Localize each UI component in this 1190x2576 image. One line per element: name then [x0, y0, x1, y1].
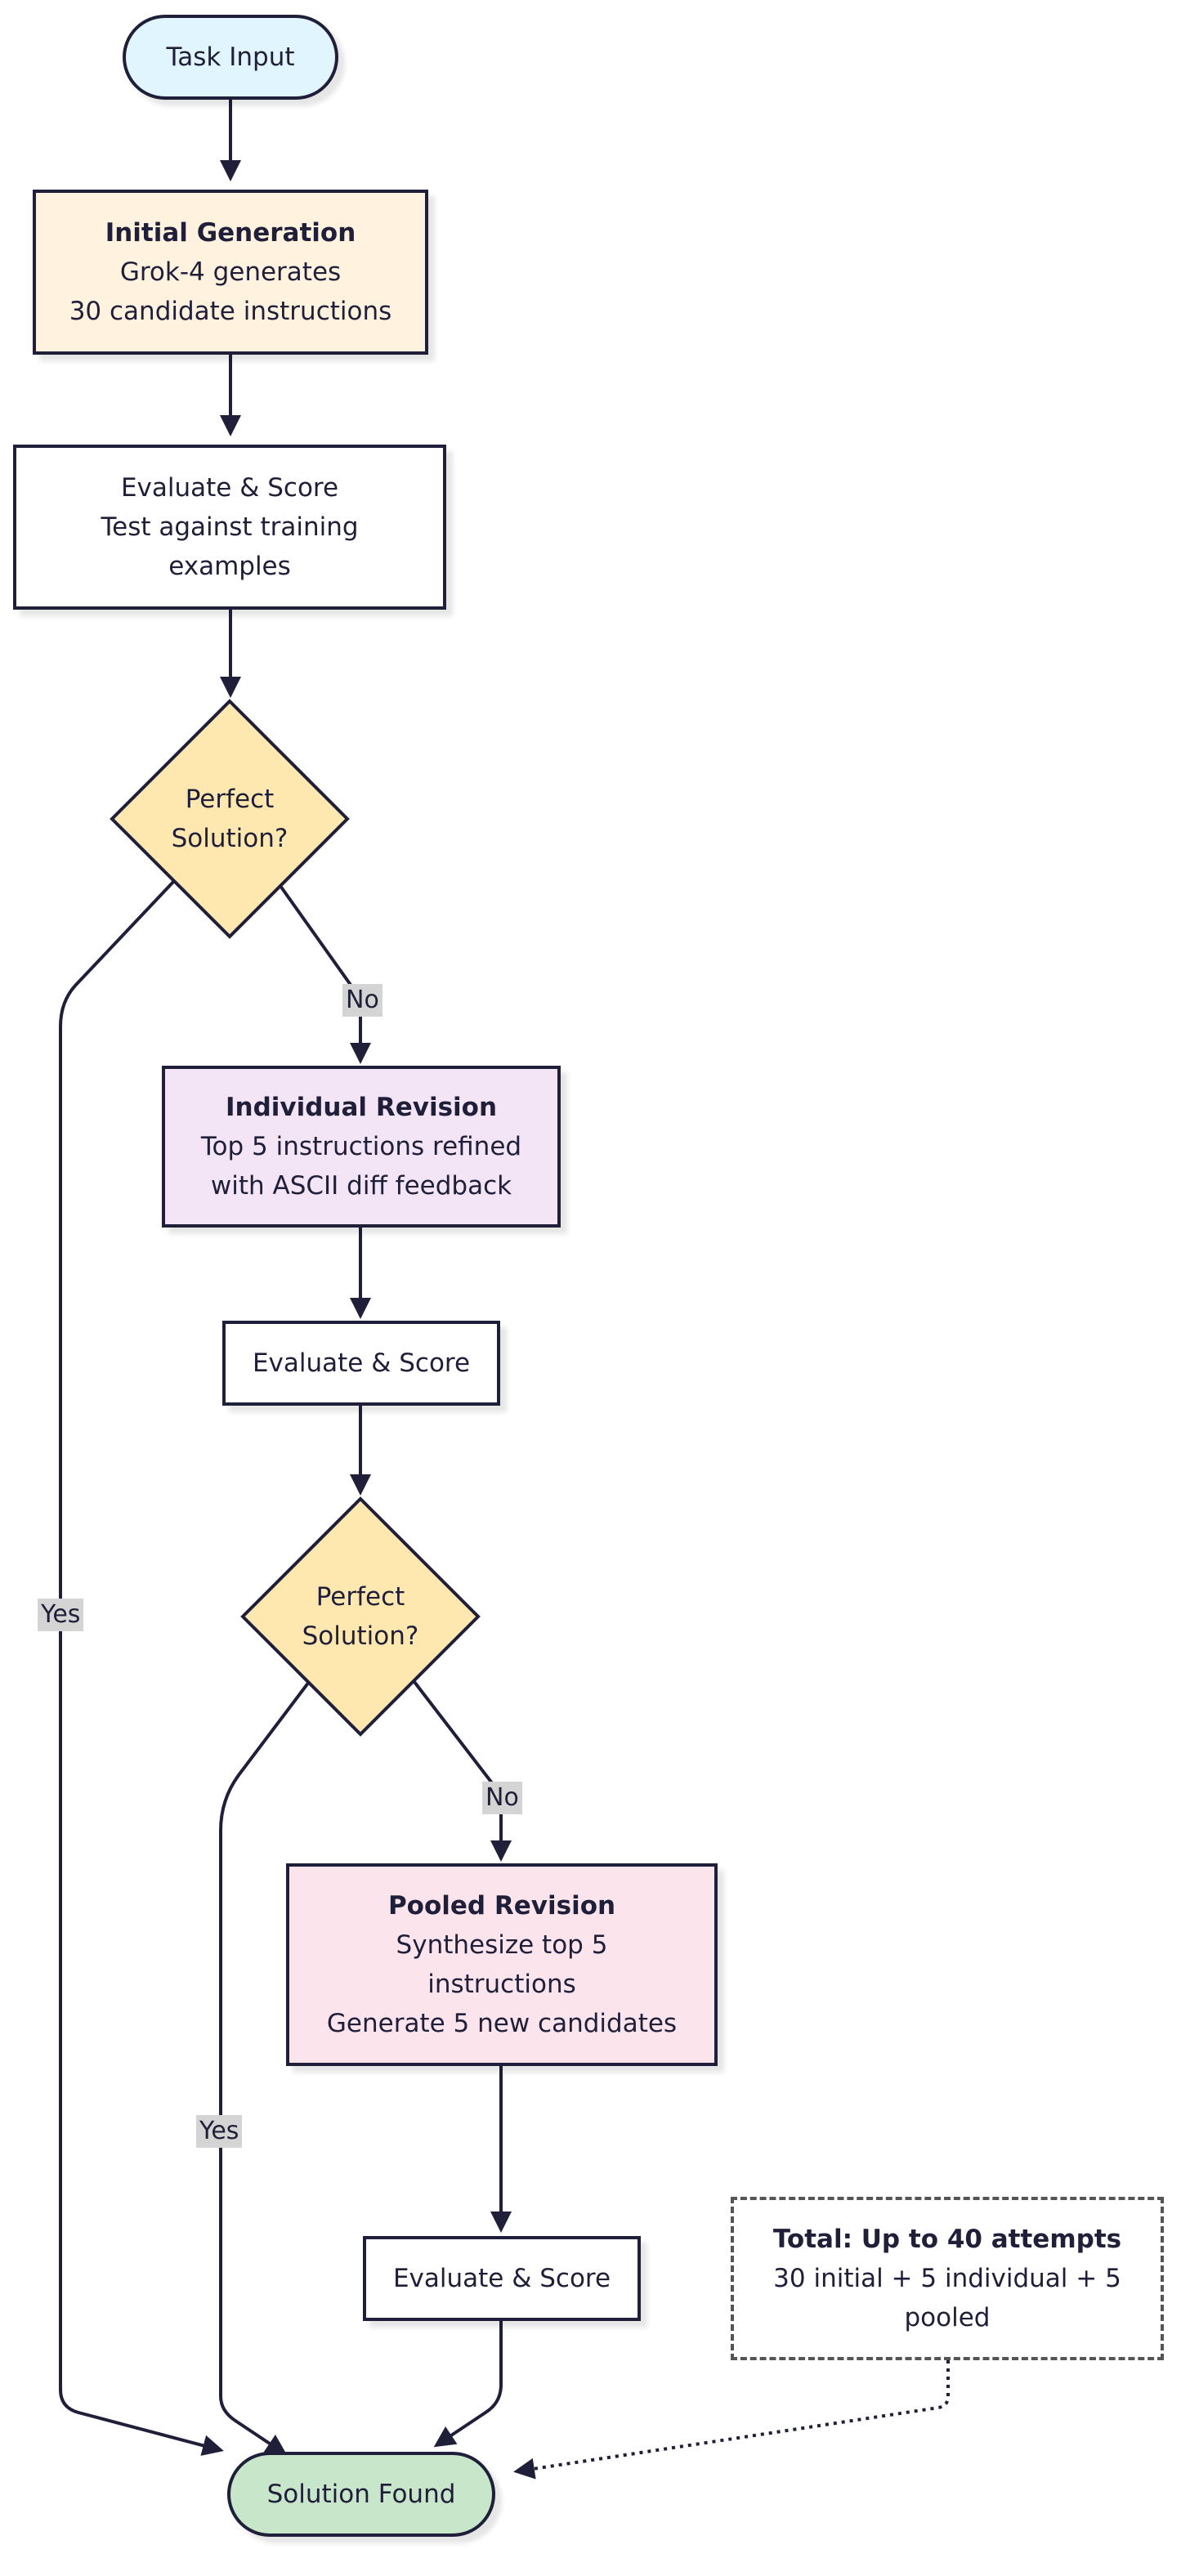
decision-1-line1: Perfect	[185, 785, 275, 814]
decision-2-line2: Solution?	[302, 1621, 419, 1651]
pooled-revision-line2: instructions	[427, 1970, 576, 1999]
edge-note-to-solution	[513, 2360, 950, 2480]
initial-generation-node: Initial Generation Grok-4 generates 30 c…	[33, 190, 428, 355]
total-attempts-line1: 30 initial + 5 individual + 5	[773, 2264, 1121, 2293]
initial-generation-title: Initial Generation	[105, 218, 356, 248]
solution-found-label: Solution Found	[266, 2480, 456, 2509]
edge-label-no-2: No	[482, 1782, 522, 1814]
pooled-revision-line3: Generate 5 new candidates	[326, 2009, 678, 2038]
evaluate-score-node-3: Evaluate & Score	[363, 2236, 641, 2321]
decision-2-text: Perfect Solution?	[279, 1576, 442, 1657]
edge-decision1-yes	[59, 879, 224, 2456]
evaluate-score-node-1: Evaluate & Score Test against training e…	[13, 445, 446, 610]
decision-2-shape	[240, 1496, 481, 1737]
pooled-revision-line1: Synthesize top 5	[396, 1930, 608, 1960]
edge-eval3-to-solution	[433, 2321, 503, 2448]
edge-label-yes-2: Yes	[196, 2115, 243, 2148]
evaluate-3-label: Evaluate & Score	[392, 2264, 611, 2293]
total-attempts-line2: pooled	[904, 2303, 991, 2332]
edge-decision2-no	[413, 1680, 512, 1862]
individual-revision-line1: Top 5 instructions refined	[200, 1132, 522, 1161]
initial-generation-line1: Grok-4 generates	[119, 257, 342, 287]
evaluate-score-node-2: Evaluate & Score	[222, 1321, 500, 1406]
decision-1-line2: Solution?	[171, 824, 289, 853]
edge-label-yes-1: Yes	[38, 1599, 84, 1631]
task-input-node: Task Input	[123, 15, 338, 100]
edge-decision2-yes	[219, 1680, 311, 2456]
evaluate-2-label: Evaluate & Score	[252, 1348, 471, 1378]
evaluate-1-line1: Evaluate & Score	[120, 473, 339, 503]
initial-generation-line2: 30 candidate instructions	[69, 297, 392, 326]
pooled-revision-title: Pooled Revision	[387, 1891, 616, 1921]
individual-revision-node: Individual Revision Top 5 instructions r…	[162, 1066, 561, 1228]
solution-found-node: Solution Found	[227, 2452, 495, 2537]
decision-1-shape	[110, 699, 350, 939]
total-attempts-title: Total: Up to 40 attempts	[772, 2225, 1122, 2254]
decision-1-text: Perfect Solution?	[148, 778, 311, 860]
evaluate-1-line2: Test against training	[101, 512, 359, 542]
decision-2-line1: Perfect	[315, 1582, 405, 1612]
total-attempts-note: Total: Up to 40 attempts 30 initial + 5 …	[731, 2197, 1164, 2360]
pooled-revision-node: Pooled Revision Synthesize top 5 instruc…	[286, 1863, 718, 2066]
evaluate-1-line3: examples	[168, 552, 291, 581]
individual-revision-line2: with ASCII diff feedback	[210, 1171, 512, 1201]
task-input-label: Task Input	[166, 42, 295, 72]
edge-label-no-1: No	[342, 984, 382, 1017]
individual-revision-title: Individual Revision	[225, 1093, 498, 1122]
edge-decision1-no	[279, 884, 371, 1064]
